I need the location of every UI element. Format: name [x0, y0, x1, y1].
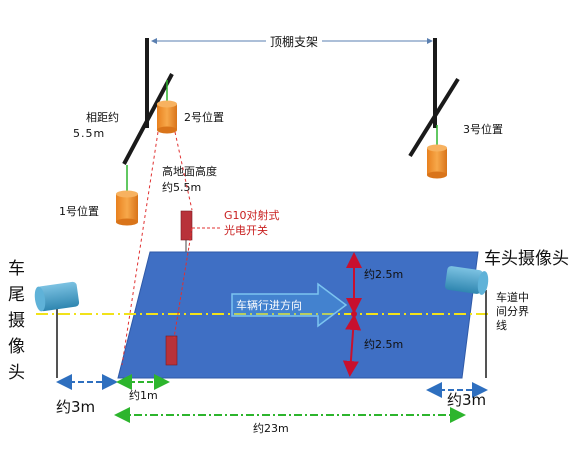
sensor-label-line1: G10对射式: [224, 208, 280, 222]
rear-camera-label: 车 尾 摄 像 头: [8, 259, 25, 383]
rear-camera-char: 尾: [8, 285, 25, 305]
dimension-right-3m-label: 约3m: [447, 391, 486, 409]
rear-camera-char: 车: [8, 259, 25, 279]
divider-label-line2: 间分界: [496, 305, 529, 318]
dimension-left-3m-label: 约3m: [56, 398, 95, 416]
right-gantry: [408, 38, 460, 158]
front-camera: [445, 266, 489, 378]
width-top-label: 约2.5m: [364, 268, 403, 281]
height-label: 高地面高度: [162, 164, 217, 178]
front-camera-label: 车头摄像头: [484, 249, 569, 269]
position-1-label: 1号位置: [59, 204, 99, 218]
photoelectric-sensor-top: [180, 210, 193, 252]
distance-label: 相距约: [86, 111, 119, 124]
dimension-23m-label: 约23m: [253, 422, 289, 435]
ceiling-support-label: 顶棚支架: [270, 34, 318, 49]
position-2-label: 2号位置: [184, 110, 224, 124]
dimension-1m-label: 约1m: [129, 389, 158, 402]
photoelectric-sensor-bottom: [165, 335, 178, 366]
width-dimension-bottom: [342, 314, 362, 377]
rear-camera: [34, 281, 80, 378]
width-bottom-label: 约2.5m: [364, 338, 403, 351]
height-value: 约5.5m: [162, 181, 201, 194]
distance-value: 5.5m: [73, 127, 105, 140]
divider-label-line3: 线: [496, 318, 507, 332]
rear-camera-char: 头: [8, 363, 25, 383]
position-3-label: 3号位置: [463, 122, 503, 136]
divider-label-line1: 车道中: [496, 290, 529, 304]
cylinder-position-2: [157, 100, 177, 134]
sensor-guide-line: [174, 131, 193, 211]
rear-camera-char: 摄: [8, 311, 25, 331]
sensor-beam-line: [173, 227, 193, 339]
rear-camera-char: 像: [8, 337, 25, 357]
left-gantry: [122, 38, 174, 192]
lane-area: [117, 251, 479, 379]
cylinder-position-1: [116, 190, 138, 226]
driving-direction-label: 车辆行进方向: [236, 298, 302, 312]
cylinder-position-3: [427, 144, 447, 179]
sensor-label-line2: 光电开关: [224, 223, 268, 237]
driving-direction-arrow: [231, 282, 348, 328]
